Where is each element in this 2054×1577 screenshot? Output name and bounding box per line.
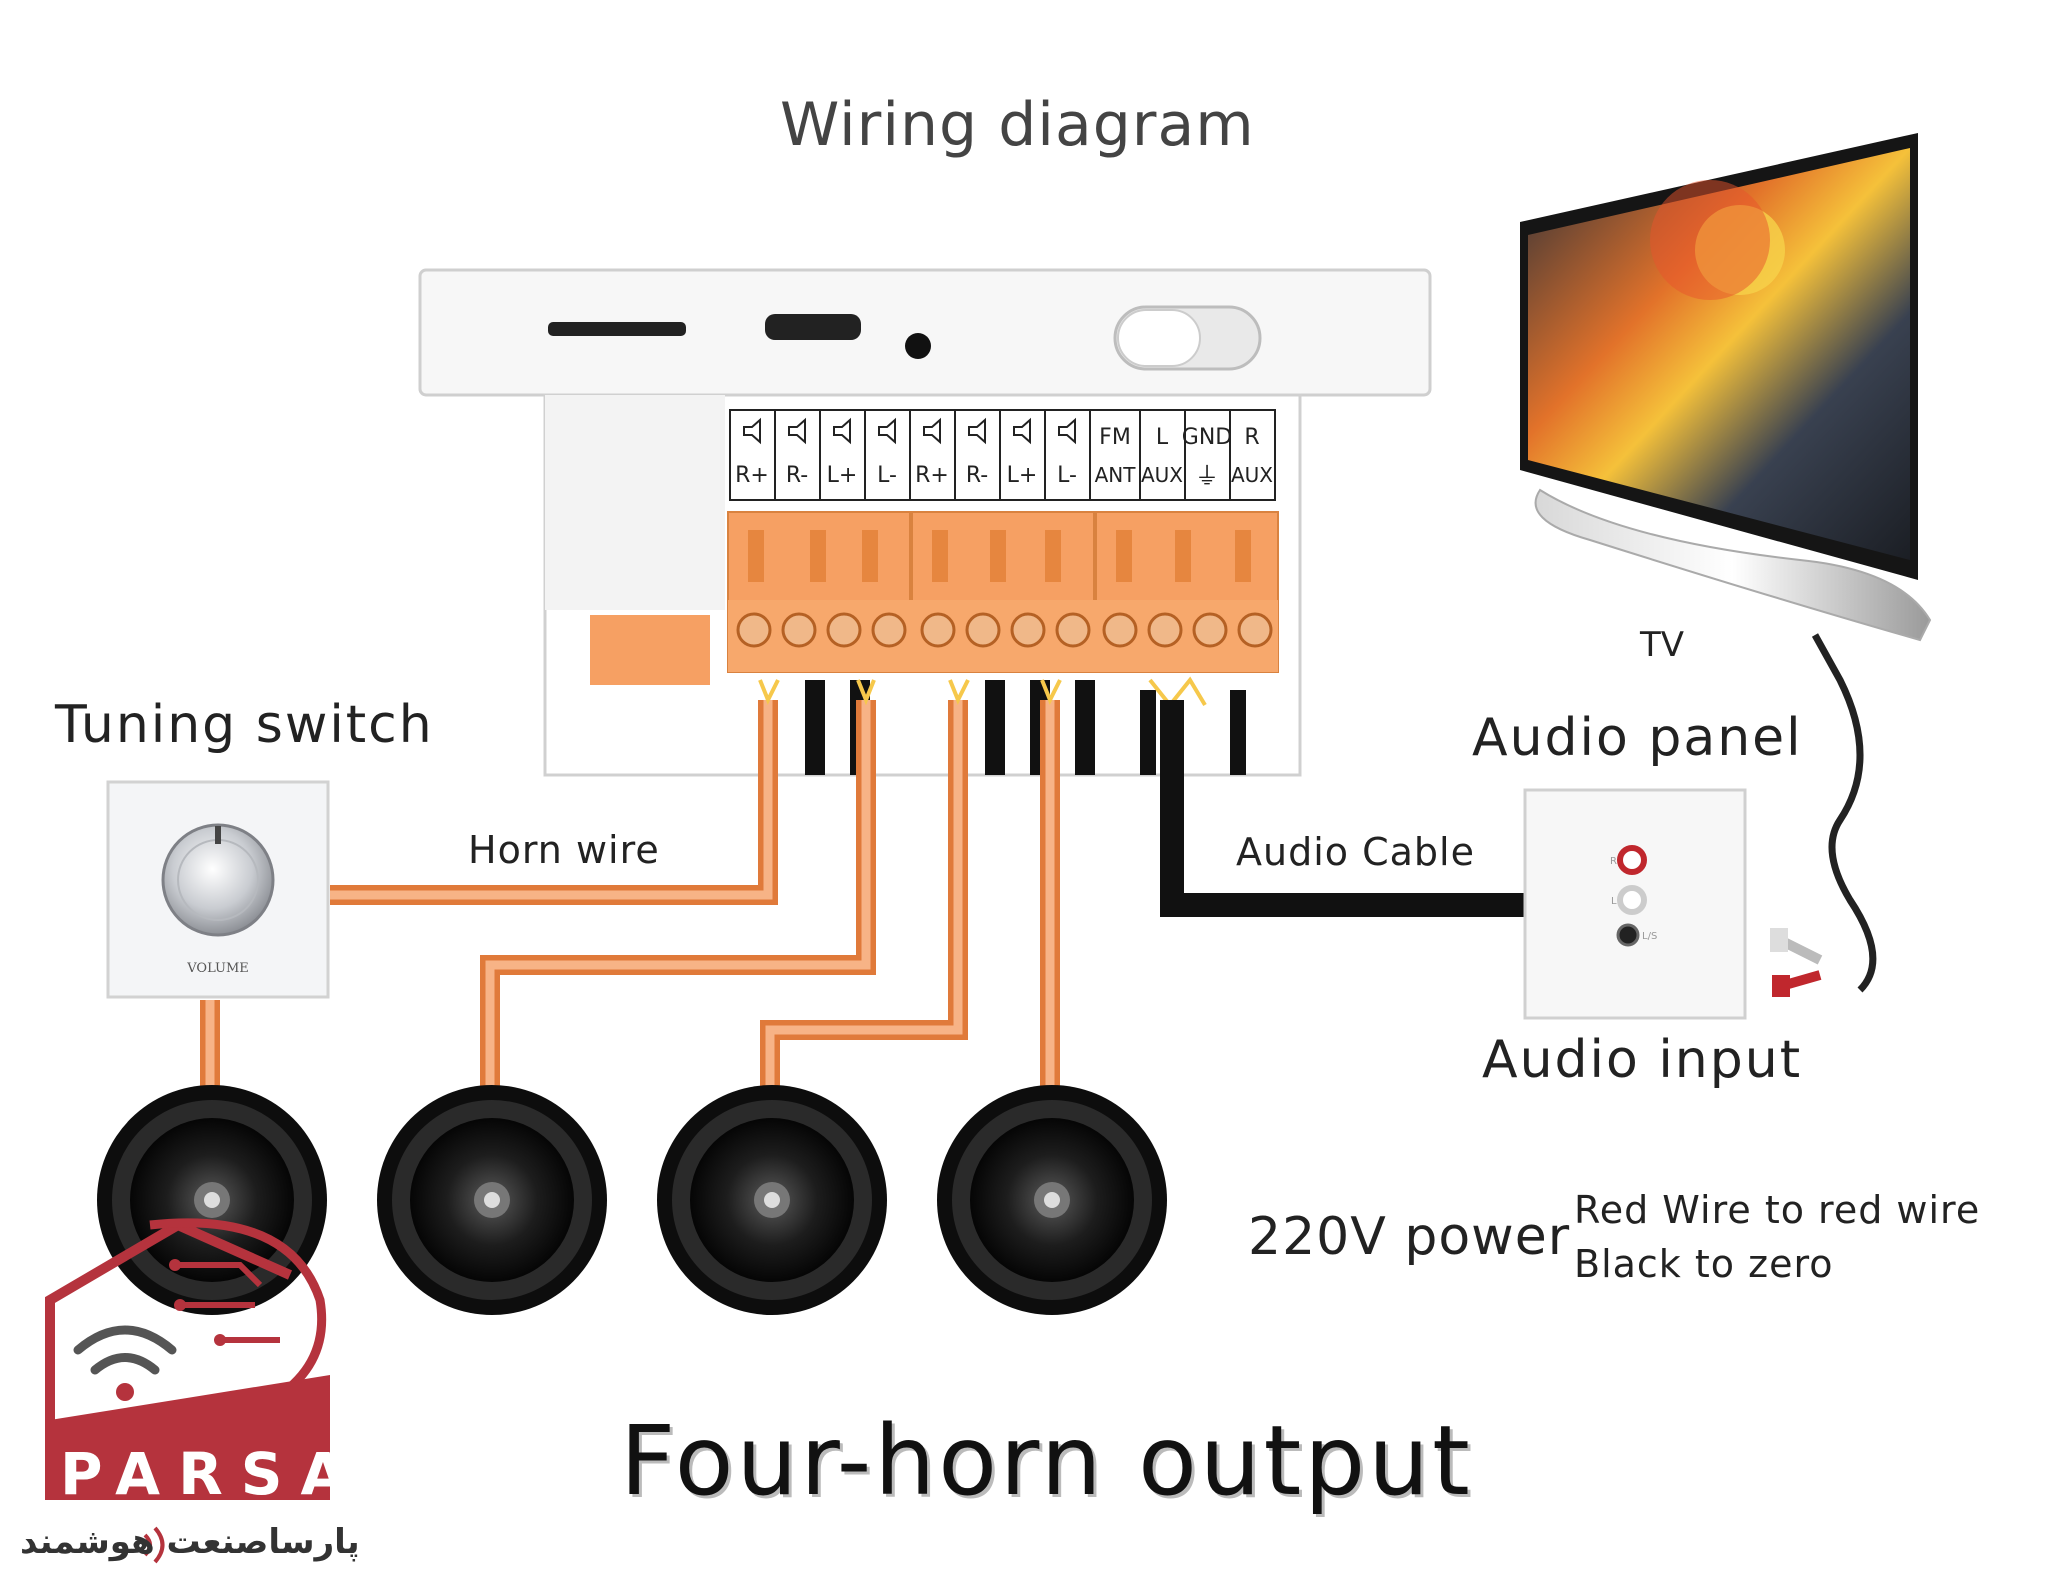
terminal-dividers	[774, 410, 1231, 500]
power-note-red: Red Wire to red wire	[1574, 1188, 1981, 1232]
brand-name-latin: PARSA	[60, 1440, 364, 1508]
sd-card-slot	[548, 322, 686, 336]
tuning-switch-label: Tuning switch	[55, 695, 434, 755]
audio-panel-label: Audio panel	[1472, 708, 1803, 768]
jack-right	[1617, 845, 1647, 875]
speaker-4	[937, 1085, 1167, 1315]
rca-cable	[1770, 633, 1877, 997]
horn-wires	[200, 676, 1207, 1090]
terminal-bottom-12: AUX	[1231, 463, 1273, 487]
terminal-bottom-5: R+	[915, 463, 949, 488]
volume-knob	[161, 823, 275, 937]
tv-screen	[1528, 148, 1910, 560]
tv	[1520, 133, 1932, 642]
terminal-bottom-4: L-	[877, 463, 897, 488]
speaker-symbols	[743, 417, 1076, 445]
terminal-bottom-10: AUX	[1141, 463, 1183, 487]
terminal-bottom-3: L+	[827, 463, 858, 488]
side-connector	[590, 615, 710, 685]
terminal-top-9: FM	[1099, 425, 1131, 450]
controller-unit: FM L GND R R+ R- L+ L- R+ R- L+ L- ANT A…	[418, 248, 1432, 777]
headphone-jack	[905, 333, 931, 359]
audio-panel: R L L/S	[1523, 788, 1747, 1020]
brand-name-persian: پارساصنعت هوشمند	[20, 1522, 360, 1562]
jack-aux	[1616, 923, 1640, 947]
jack-label-ls: L/S	[1642, 931, 1657, 942]
power-note-black: Black to zero	[1574, 1242, 1834, 1286]
terminal-bottom-2: R-	[786, 463, 808, 488]
horn-wire-label: Horn wire	[468, 828, 660, 872]
terminal-bottom-7: L+	[1007, 463, 1038, 488]
tv-stand	[1534, 488, 1932, 642]
ceiling-speakers	[97, 1085, 1167, 1315]
terminal-label-strip	[729, 409, 1276, 501]
terminal-top-10: L	[1156, 425, 1169, 450]
speaker-1	[97, 1085, 327, 1315]
speaker-2	[377, 1085, 607, 1315]
audio-cable-label: Audio Cable	[1236, 830, 1475, 874]
tuning-switch: VOLUME	[106, 780, 330, 999]
speaker-3	[657, 1085, 887, 1315]
jack-label-l: L	[1611, 896, 1617, 907]
jack-left	[1617, 885, 1647, 915]
terminal-blocks	[727, 511, 1279, 673]
terminal-bottom-1: R+	[735, 463, 769, 488]
terminal-bottom-9: ANT	[1095, 463, 1137, 487]
volume-caption: VOLUME	[186, 961, 249, 976]
terminal-top-11: GND	[1182, 425, 1232, 450]
tv-label: TV	[1640, 625, 1685, 665]
power-label: 220V power	[1248, 1207, 1571, 1267]
brand-logo	[45, 1218, 330, 1564]
jack-label-r: R	[1610, 856, 1617, 867]
wifi-icon	[73, 1325, 177, 1375]
terminal-top-12: R	[1244, 425, 1259, 450]
audio-input-label: Audio input	[1482, 1030, 1803, 1090]
footer-caption: Four-horn output	[620, 1405, 1473, 1517]
signal-icon	[143, 1526, 165, 1564]
diagram-title: Wiring diagram	[780, 90, 1255, 160]
audio-cable-wire	[1160, 700, 1530, 917]
terminal-bottom-11: ⏚	[1195, 462, 1219, 490]
usb-port	[765, 314, 861, 340]
terminal-bottom-8: L-	[1057, 463, 1077, 488]
terminal-bottom-6: R-	[966, 463, 988, 488]
brand-banner	[50, 1375, 330, 1500]
